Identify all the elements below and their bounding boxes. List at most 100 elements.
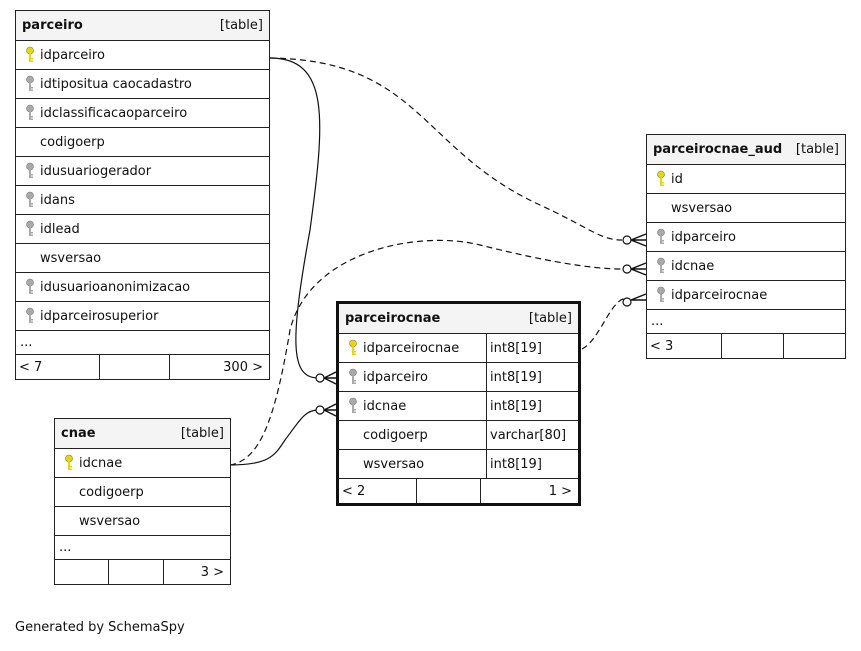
column-name: idparceirosuperior: [40, 308, 159, 324]
rel-end-circle: [622, 297, 632, 307]
column-name-cell: codigoerp: [55, 478, 230, 506]
column-name: id: [671, 171, 683, 187]
no-key-spacer: [343, 425, 363, 445]
column-name: idparceirocnae: [363, 340, 460, 356]
crows-foot-icon: [323, 371, 337, 385]
column-type: int8[19]: [486, 363, 578, 391]
column-name-cell: idtipositua caocadastro: [16, 70, 269, 98]
column-row[interactable]: idans: [16, 186, 269, 215]
child-count[interactable]: 3 >: [200, 564, 224, 580]
no-key-spacer: [20, 248, 40, 268]
column-row[interactable]: idclassificacaoparceiro: [16, 99, 269, 128]
column-name-cell: codigoerp: [16, 128, 269, 156]
gold-key-icon: [651, 169, 671, 189]
column-name-cell: wsversao: [647, 194, 845, 222]
parent-count[interactable]: < 7: [16, 355, 100, 379]
column-name: wsversao: [363, 456, 425, 472]
column-row[interactable]: wsversao: [647, 194, 845, 223]
column-name: wsversao: [79, 513, 141, 529]
column-row[interactable]: idusuarioanonimizacao: [16, 273, 269, 302]
column-count: [417, 479, 481, 503]
gray-key-icon: [20, 190, 40, 210]
rel-parceiro-parceirocnae: [269, 57, 321, 379]
crows-foot-icon: [323, 403, 337, 417]
rel-cnae-parceirocnae: [229, 409, 319, 466]
column-row[interactable]: idparceiro: [647, 223, 845, 252]
table-parceiro[interactable]: parceiro [table] idparceiro idtipositua c…: [15, 10, 270, 380]
gray-key-icon: [20, 74, 40, 94]
gold-key-icon: [20, 45, 40, 65]
column-row[interactable]: wsversao: [55, 507, 230, 536]
child-count[interactable]: 1 >: [548, 483, 572, 499]
column-row[interactable]: idlead: [16, 215, 269, 244]
column-name-cell: idparceiro: [647, 223, 845, 251]
column-name-cell: id: [647, 165, 845, 193]
child-count[interactable]: 300 >: [223, 359, 263, 375]
column-name-cell: idcnae: [647, 252, 845, 280]
table-header[interactable]: parceirocnae [table]: [339, 304, 578, 334]
gray-key-icon: [343, 367, 363, 387]
column-row[interactable]: idcnae: [647, 252, 845, 281]
no-key-spacer: [20, 132, 40, 152]
no-key-spacer: [59, 511, 79, 531]
parent-count[interactable]: < 2: [339, 479, 417, 503]
no-key-spacer: [343, 454, 363, 474]
column-row[interactable]: wsversao int8[19]: [339, 450, 578, 479]
column-name-cell: wsversao: [16, 244, 269, 272]
column-name: idparceiro: [40, 47, 105, 63]
parent-count[interactable]: [55, 560, 109, 584]
parent-count[interactable]: < 3: [647, 334, 722, 358]
column-count: [100, 355, 170, 379]
column-name: codigoerp: [79, 484, 144, 500]
column-name-cell: idusuarioanonimizacao: [16, 273, 269, 301]
column-row[interactable]: codigoerp: [16, 128, 269, 157]
table-parceirocnae-aud[interactable]: parceirocnae_aud [table] id wsversao idpar…: [646, 134, 846, 359]
table-name: parceirocnae_aud: [653, 142, 783, 157]
more-columns[interactable]: ...: [647, 310, 845, 334]
column-row[interactable]: idparceirocnae: [647, 281, 845, 310]
gray-key-icon: [651, 227, 671, 247]
column-name-cell: idparceiro: [339, 363, 486, 391]
column-row[interactable]: idparceirosuperior: [16, 302, 269, 331]
column-row[interactable]: idcnae: [55, 449, 230, 478]
table-cnae[interactable]: cnae [table] idcnae codigoerp wsversao ...…: [54, 418, 231, 585]
column-type: int8[19]: [486, 450, 578, 478]
column-name-cell: wsversao: [55, 507, 230, 535]
column-name-cell: wsversao: [339, 450, 486, 478]
column-name: codigoerp: [40, 134, 105, 150]
column-row[interactable]: wsversao: [16, 244, 269, 273]
column-count: [109, 560, 164, 584]
child-count[interactable]: [784, 334, 845, 358]
column-row[interactable]: idcnae int8[19]: [339, 392, 578, 421]
column-name: idusuariogerador: [40, 163, 152, 179]
column-type: int8[19]: [486, 334, 578, 362]
column-type: int8[19]: [486, 392, 578, 420]
table-header[interactable]: parceirocnae_aud [table]: [647, 135, 845, 165]
column-row[interactable]: id: [647, 165, 845, 194]
column-row[interactable]: idparceiro: [16, 41, 269, 70]
column-name-cell: idparceirocnae: [339, 334, 486, 362]
rel-end-circle: [315, 373, 325, 383]
column-name: wsversao: [671, 200, 733, 216]
table-tag: [table]: [528, 311, 572, 326]
column-name-cell: codigoerp: [339, 421, 486, 449]
column-row[interactable]: idparceirocnae int8[19]: [339, 334, 578, 363]
column-name: idcnae: [363, 398, 407, 414]
column-row[interactable]: idtipositua caocadastro: [16, 70, 269, 99]
column-name: codigoerp: [363, 427, 428, 443]
rel-end-circle: [622, 264, 632, 274]
table-tag: [table]: [795, 142, 839, 157]
table-nav: < 3: [647, 334, 845, 358]
table-header[interactable]: cnae [table]: [55, 419, 230, 449]
column-row[interactable]: codigoerp: [55, 478, 230, 507]
gray-key-icon: [343, 396, 363, 416]
table-parceirocnae[interactable]: parceirocnae [table] idparceirocnae int8[…: [336, 301, 581, 506]
rel-end-circle: [315, 405, 325, 415]
column-row[interactable]: idusuariogerador: [16, 157, 269, 186]
column-name: idclassificacaoparceiro: [40, 105, 188, 121]
table-header[interactable]: parceiro [table]: [16, 11, 269, 41]
more-columns[interactable]: ...: [16, 331, 269, 355]
more-columns[interactable]: ...: [55, 536, 230, 560]
